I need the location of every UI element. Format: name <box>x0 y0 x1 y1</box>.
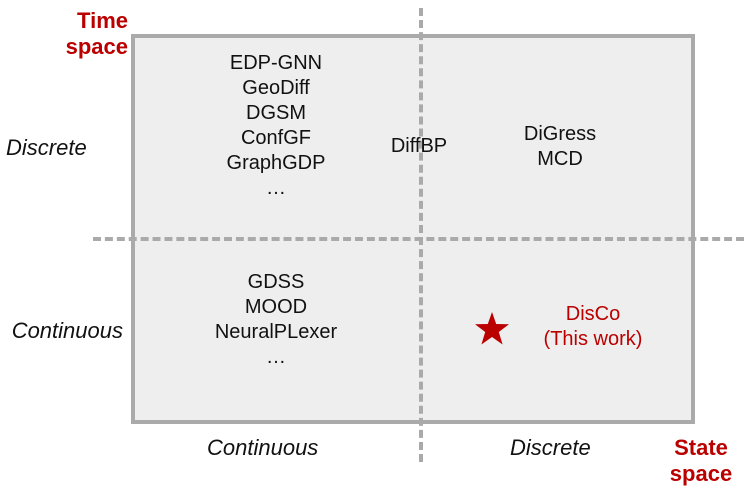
method-item: DiffBP <box>390 135 448 157</box>
method-item: MOOD <box>244 296 308 318</box>
method-item: GraphGDP <box>226 152 326 174</box>
time-space-axis-title: Time space <box>44 8 128 60</box>
method-ellipsis: … <box>266 177 286 199</box>
method-item: GDSS <box>247 271 305 293</box>
state-space-axis-title-line: State <box>674 435 728 460</box>
horizontal-divider <box>93 237 744 241</box>
state-space-axis-title-line: space <box>669 461 733 486</box>
method-item: NeuralPLexer <box>214 321 338 343</box>
method-item: GeoDiff <box>242 77 310 99</box>
method-item: DGSM <box>246 102 306 124</box>
state-space-axis-title: State space <box>658 435 744 487</box>
ours-method-name: DisCo <box>565 303 621 325</box>
quadrant-discrete-time-continuous-state: EDP-GNN GeoDiff DGSM ConfGF GraphGDP … <box>176 51 376 201</box>
star-icon <box>475 312 509 345</box>
boundary-methods: DiffBP <box>372 134 466 159</box>
quadrant-continuous-time-continuous-state: GDSS MOOD NeuralPLexer … <box>176 270 376 370</box>
column-label-continuous: Continuous <box>207 435 319 460</box>
method-item: ConfGF <box>240 127 312 149</box>
quadrant-box <box>131 34 695 424</box>
quadrant-discrete-time-discrete-state: DiGress MCD <box>460 122 660 172</box>
time-space-axis-title-line: space <box>65 34 128 59</box>
method-item: DiGress <box>523 123 597 145</box>
row-label-discrete: Discrete <box>6 135 87 160</box>
row-label-continuous: Continuous <box>11 318 123 343</box>
method-item: MCD <box>537 148 583 170</box>
ours-method-note: (This work) <box>543 328 643 350</box>
time-space-axis-title-line: Time <box>77 8 128 33</box>
vertical-divider <box>419 8 423 462</box>
quadrant-continuous-time-discrete-state: DisCo (This work) <box>518 302 668 352</box>
column-label-discrete: Discrete <box>510 435 591 460</box>
method-item: EDP-GNN <box>229 52 323 74</box>
method-ellipsis: … <box>266 346 286 368</box>
